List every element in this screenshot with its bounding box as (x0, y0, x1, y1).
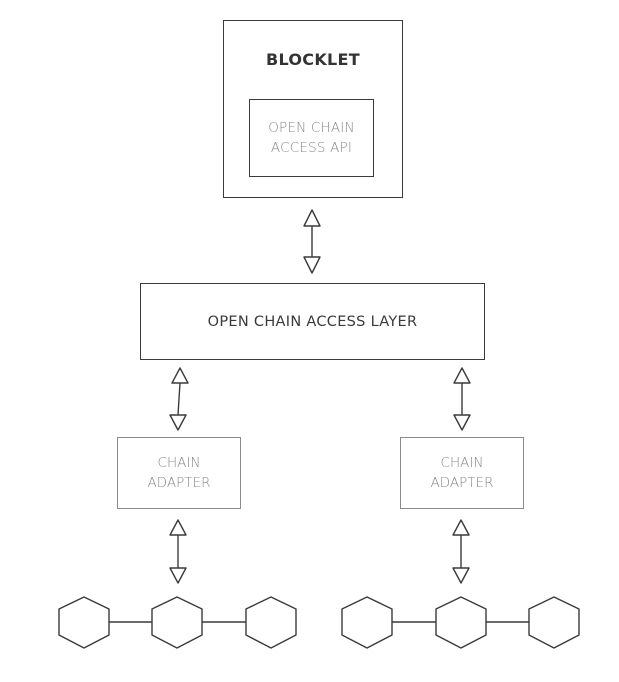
hexagon-node (245, 596, 297, 649)
hexagon-node (528, 596, 580, 649)
blocklet-title: BLOCKLET (265, 50, 360, 69)
api-label-line2: ACCESS API (270, 140, 353, 156)
api-label-line1: OPEN CHAIN (268, 120, 355, 136)
layer-label: OPEN CHAIN ACCESS LAYER (207, 313, 418, 330)
blockchain-left (58, 596, 297, 649)
blockchain-right (341, 596, 580, 649)
hexagon-node (151, 596, 203, 649)
open-chain-access-api-box: OPEN CHAIN ACCESS API (249, 99, 374, 177)
chain-adapter-left: CHAIN ADAPTER (117, 437, 241, 509)
chain-adapter-right: CHAIN ADAPTER (400, 437, 524, 509)
adapter-left-line2: ADAPTER (147, 475, 211, 491)
hexagon-node (58, 596, 110, 649)
double-arrow-layer-adapter-left (169, 367, 189, 431)
adapter-right-line2: ADAPTER (430, 475, 494, 491)
adapter-right-line1: CHAIN (440, 455, 484, 471)
double-arrow-adapter-left-chain (169, 519, 187, 584)
hexagon-node (341, 596, 393, 649)
hexagon-node (435, 596, 487, 649)
blocklet-box (223, 20, 403, 198)
double-arrow-blocklet-layer (303, 209, 321, 274)
adapter-left-line1: CHAIN (157, 455, 201, 471)
double-arrow-adapter-right-chain (452, 519, 470, 584)
double-arrow-layer-adapter-right (453, 367, 471, 431)
open-chain-access-layer-box: OPEN CHAIN ACCESS LAYER (140, 283, 485, 360)
